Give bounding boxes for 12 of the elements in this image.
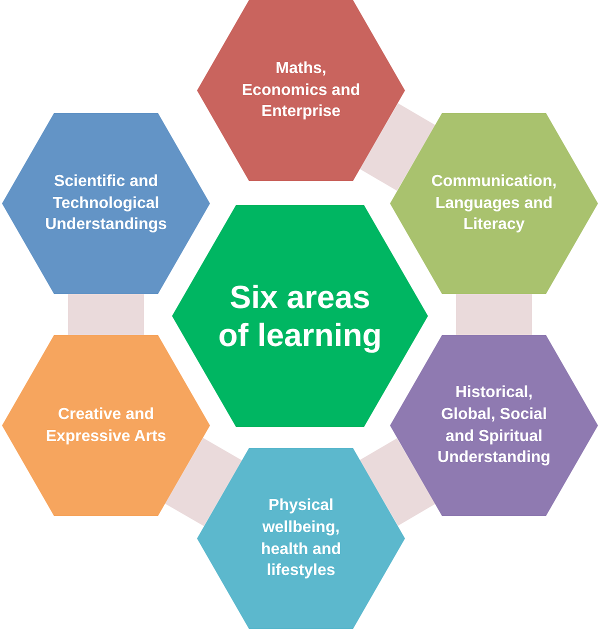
area-name: Historical, Global, Social and Spiritual Understanding [436, 383, 552, 468]
area-name: Communication, Languages and Literacy [430, 172, 558, 236]
center-heading: Six areas of learning [217, 278, 383, 354]
connector-band [456, 294, 532, 335]
connector-band [360, 103, 436, 191]
area-name: Maths, Economics and Enterprise [240, 59, 362, 122]
connector-band [360, 438, 436, 526]
area-name: Scientific and Technological Understandings [44, 172, 168, 236]
area-name: Creative and Expressive Arts [44, 404, 168, 446]
area-name: Physical wellbeing, health and lifestyles [260, 496, 342, 582]
connector-band [68, 294, 144, 335]
connector-band [164, 438, 242, 526]
